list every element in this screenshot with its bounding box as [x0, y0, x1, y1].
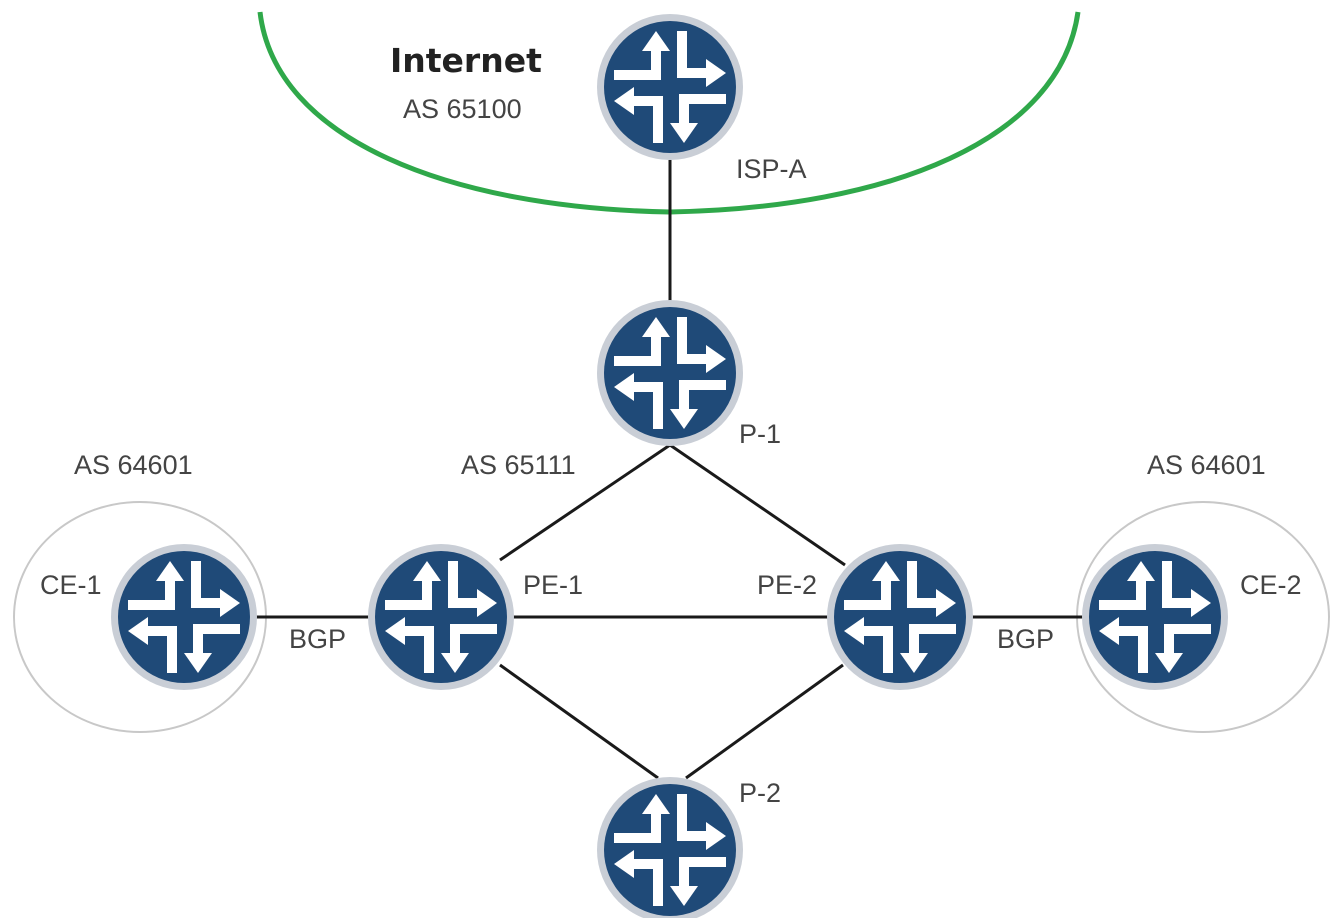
- node-label-p-2: P-2: [739, 778, 781, 808]
- router-icon-isp-a: [597, 14, 743, 160]
- router-icon-pe-1: [368, 544, 514, 690]
- link-p-1-pe-2: [669, 443, 846, 567]
- link-pe-1-p-2: [499, 663, 659, 780]
- link-label-bgp-left: BGP: [289, 624, 346, 654]
- node-label-pe-1: PE-1: [523, 570, 583, 600]
- router-icon-p-1: [597, 300, 743, 446]
- router-icon-ce-1: [111, 544, 257, 690]
- node-label-isp-a: ISP-A: [736, 154, 807, 184]
- core-as-label: AS 65111: [461, 450, 576, 480]
- node-label-pe-2: PE-2: [757, 570, 817, 600]
- left-site-as-label: AS 64601: [74, 450, 193, 480]
- router-icon-p-2: [597, 777, 743, 918]
- node-label-ce-2: CE-2: [1240, 570, 1302, 600]
- internet-as-label: AS 65100: [403, 94, 522, 124]
- router-icon-ce-2: [1082, 544, 1228, 690]
- node-label-p-1: P-1: [739, 419, 781, 449]
- node-label-ce-1: CE-1: [40, 570, 102, 600]
- router-icon-pe-2: [827, 544, 973, 690]
- internet-title: Internet: [390, 41, 542, 80]
- link-p-1-pe-1: [499, 443, 671, 562]
- right-site-as-label: AS 64601: [1147, 450, 1266, 480]
- link-label-bgp-right: BGP: [997, 624, 1054, 654]
- link-pe-2-p-2: [685, 663, 844, 780]
